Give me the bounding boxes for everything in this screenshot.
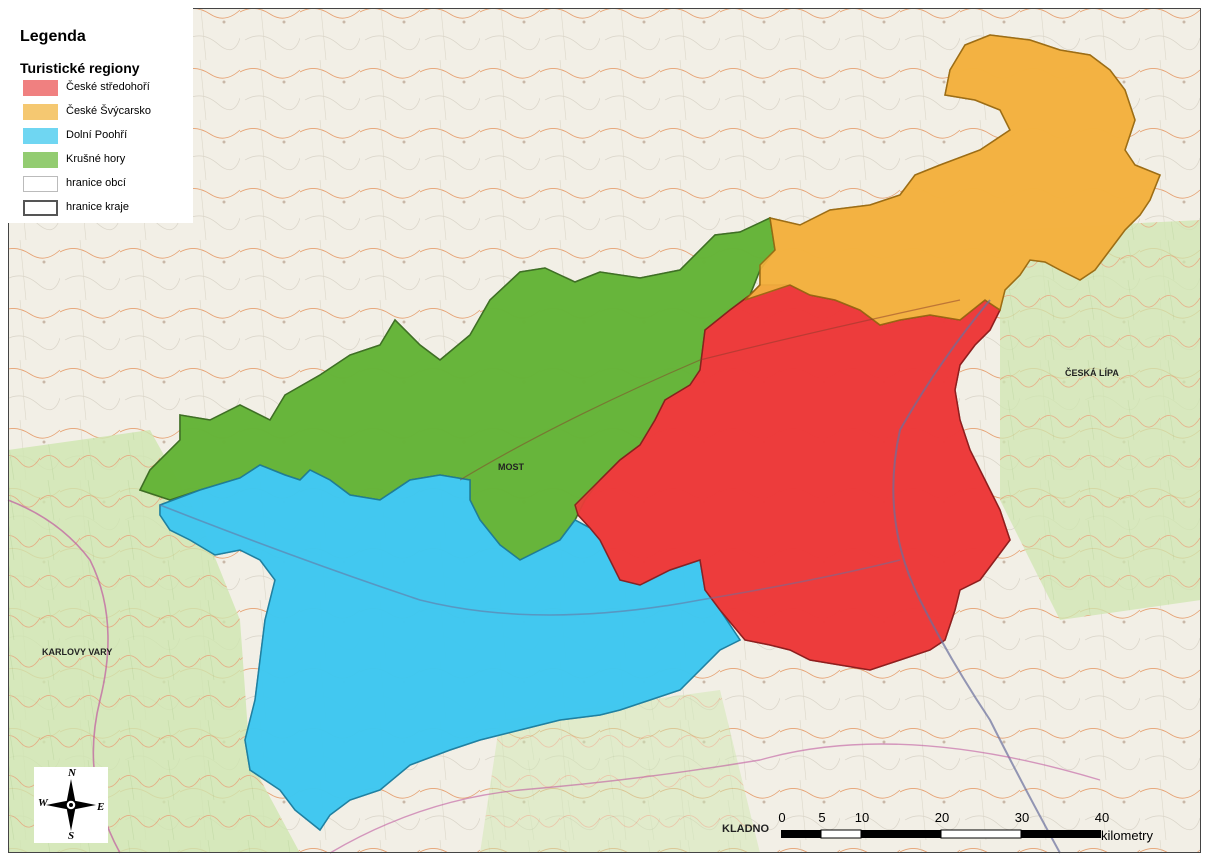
place-label-ceska-lipa: ČESKÁ LÍPA xyxy=(1065,368,1119,378)
legend-panel: Legenda Turistické regiony České středoh… xyxy=(8,8,193,223)
legend-subtitle: Turistické regiony xyxy=(20,60,140,76)
scale-tick-label: 10 xyxy=(854,810,870,825)
road-main xyxy=(459,299,961,481)
north-arrow: N S W E xyxy=(34,767,108,843)
legend-label: hranice obcí xyxy=(66,177,126,189)
place-label-karlovy-vary: KARLOVY VARY xyxy=(42,647,113,657)
scale-tick-label: 40 xyxy=(1094,810,1110,825)
legend-swatch xyxy=(23,128,58,144)
compass-rose-icon xyxy=(46,779,96,831)
compass-east-label: E xyxy=(97,801,105,813)
river-ohre xyxy=(159,504,901,616)
scale-unit-label: kilometry xyxy=(1101,828,1154,843)
legend-label: Krušné hory xyxy=(66,153,126,165)
forest-area-east xyxy=(1000,220,1201,620)
scale-bar: 0 5 10 20 30 40 kilometry xyxy=(772,808,1157,848)
forest-area-west xyxy=(8,430,300,853)
legend-swatch xyxy=(23,80,58,96)
legend-swatch xyxy=(23,152,58,168)
scale-tick-label: 5 xyxy=(818,810,826,825)
legend-swatch xyxy=(23,200,58,216)
scale-bar-graphic xyxy=(781,829,1101,839)
compass-north-label: N xyxy=(68,767,76,779)
scale-tick-label: 20 xyxy=(934,810,950,825)
legend-swatch xyxy=(23,176,58,192)
forest-area-south xyxy=(480,690,760,853)
compass-south-label: S xyxy=(68,830,75,842)
scale-tick-label: 0 xyxy=(778,810,786,825)
legend-label: České středohoří xyxy=(66,81,150,93)
river-labe xyxy=(892,299,1061,854)
legend-label: hranice kraje xyxy=(66,201,129,213)
place-label-most: MOST xyxy=(498,462,524,472)
compass-west-label: W xyxy=(38,797,48,809)
scale-tick-label: 30 xyxy=(1014,810,1030,825)
legend-label: České Švýcarsko xyxy=(66,105,151,117)
legend-swatch xyxy=(23,104,58,120)
legend-title: Legenda xyxy=(20,28,86,45)
legend-label: Dolní Poohří xyxy=(66,129,128,141)
place-label-kladno: KLADNO xyxy=(722,823,770,835)
district-border-south xyxy=(329,743,1101,854)
